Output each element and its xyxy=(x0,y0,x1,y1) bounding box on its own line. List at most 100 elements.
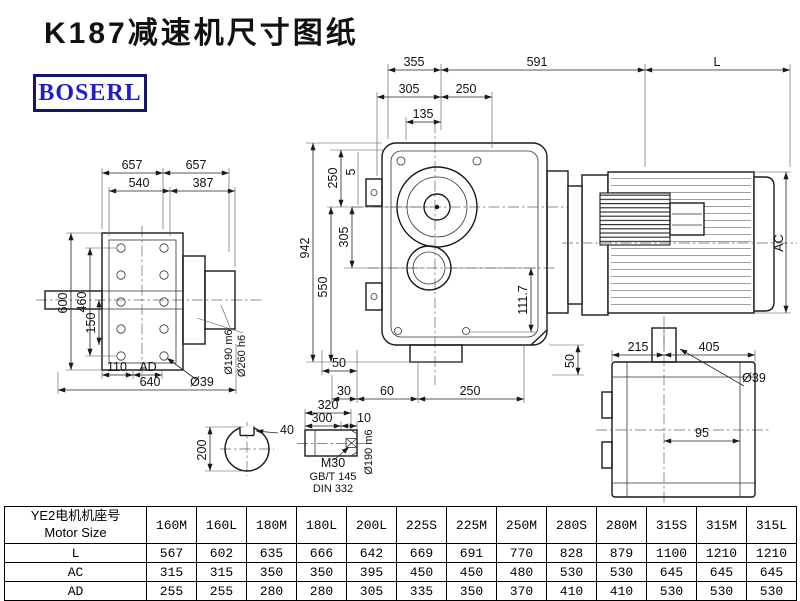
table-row-L: L 567 602 635 666 642 669 691 770 828 87… xyxy=(4,543,797,563)
table-cell: 335 xyxy=(396,581,447,601)
table-cell: 642 xyxy=(346,543,397,563)
standard-label-din332: DIN 332 xyxy=(313,483,353,495)
table-cell: 350 xyxy=(246,562,297,582)
table-cell: 828 xyxy=(546,543,597,563)
dim-label-200: 200 xyxy=(195,440,209,461)
dim-label-305-left: 305 xyxy=(337,227,351,248)
dim-label-AD: AD xyxy=(139,360,156,374)
shaft-section-detail: 40 200 xyxy=(195,422,294,476)
column-header: 315S xyxy=(646,506,697,544)
row-label-AD: AD xyxy=(4,581,147,601)
table-cell: 255 xyxy=(146,581,197,601)
column-header: 315L xyxy=(746,506,797,544)
table-cell: 645 xyxy=(696,562,747,582)
table-cell: 450 xyxy=(446,562,497,582)
dim-label-d190-side: Ø190 m6 xyxy=(223,329,235,374)
row-label-AC: AC xyxy=(4,562,147,582)
table-cell: 1210 xyxy=(746,543,797,563)
dim-label-600: 600 xyxy=(56,293,70,314)
table-cell: 350 xyxy=(446,581,497,601)
dim-label-40: 40 xyxy=(280,423,294,437)
table-cell: 1210 xyxy=(696,543,747,563)
dim-label-460: 460 xyxy=(75,292,89,313)
table-cell: 530 xyxy=(646,581,697,601)
column-header: 180M xyxy=(246,506,297,544)
front-view: 355 591 L 305 250 135 250 5 305 942 550 … xyxy=(298,55,791,403)
table-cell: 530 xyxy=(596,562,647,582)
column-header: 225M xyxy=(446,506,497,544)
column-header: 250M xyxy=(496,506,547,544)
dim-label-95: 95 xyxy=(695,426,709,440)
table-cell: 255 xyxy=(196,581,247,601)
column-header: 280S xyxy=(546,506,597,544)
dim-label-10: 10 xyxy=(357,411,371,425)
logo-box: BOSERL xyxy=(33,74,147,112)
table-header-row: YE2电机机座号 Motor Size 160M 160L 180M 180L … xyxy=(4,506,797,544)
table-cell: 530 xyxy=(696,581,747,601)
table-cell: 410 xyxy=(596,581,647,601)
dim-label-150: 150 xyxy=(84,313,98,334)
dim-label-942: 942 xyxy=(298,238,312,259)
table-cell: 645 xyxy=(746,562,797,582)
dim-label-30: 30 xyxy=(337,384,351,398)
dim-label-250-left: 250 xyxy=(326,168,340,189)
dim-label-60: 60 xyxy=(380,384,394,398)
fan-cowl xyxy=(753,176,775,312)
table-cell: 691 xyxy=(446,543,497,563)
standard-label-gbt145: GB/T 145 xyxy=(310,471,357,483)
dim-label-d190-shaft: Ø190 m6 xyxy=(363,429,375,474)
table-cell: 315 xyxy=(146,562,197,582)
technical-drawing: 355 591 L 305 250 135 250 5 305 942 550 … xyxy=(36,55,797,504)
dim-label-250-bottom: 250 xyxy=(460,384,481,398)
table-cell: 666 xyxy=(296,543,347,563)
dim-label-d260-side: Ø260 h6 xyxy=(236,335,248,377)
dim-label-50-right: 50 xyxy=(563,354,577,368)
dim-label-L: L xyxy=(714,55,721,69)
table-cell: 370 xyxy=(496,581,547,601)
logo-text: BOSERL xyxy=(38,79,142,106)
dim-label-591: 591 xyxy=(527,55,548,69)
dim-label-387: 387 xyxy=(193,176,214,190)
table-cell: 1100 xyxy=(646,543,697,563)
dim-label-d39-top: Ø39 xyxy=(742,371,766,385)
table-cell: 770 xyxy=(496,543,547,563)
table-row-AC: AC 315 315 350 350 395 450 450 480 530 5… xyxy=(4,562,797,582)
table-cell: 315 xyxy=(196,562,247,582)
motor-size-header: YE2电机机座号 Motor Size xyxy=(4,506,147,544)
column-header: 200L xyxy=(346,506,397,544)
column-header: 280M xyxy=(596,506,647,544)
column-header: 180L xyxy=(296,506,347,544)
dim-label-111-7: 111.7 xyxy=(516,285,530,314)
column-header: 160M xyxy=(146,506,197,544)
left-side-view: 657 657 540 387 460 150 600 110 AD 640 Ø… xyxy=(36,158,262,394)
motor-terminal-box xyxy=(599,192,671,246)
table-cell: 480 xyxy=(496,562,547,582)
dim-label-250-top: 250 xyxy=(456,82,477,96)
motor-size-header-en: Motor Size xyxy=(44,525,107,540)
table-cell: 350 xyxy=(296,562,347,582)
dim-label-305-top: 305 xyxy=(399,82,420,96)
column-header: 225S xyxy=(396,506,447,544)
dim-label-540: 540 xyxy=(129,176,150,190)
table-cell: 567 xyxy=(146,543,197,563)
dim-label-550: 550 xyxy=(316,277,330,298)
bolt-holes xyxy=(116,243,169,361)
dim-label-300: 300 xyxy=(312,411,333,425)
table-cell: 645 xyxy=(646,562,697,582)
dim-label-657-a: 657 xyxy=(122,158,143,172)
dim-label-320: 320 xyxy=(318,398,339,412)
table-cell: 669 xyxy=(396,543,447,563)
dim-label-405: 405 xyxy=(699,340,720,354)
table-cell: 602 xyxy=(196,543,247,563)
dim-label-d39-side: Ø39 xyxy=(190,375,214,389)
table-cell: 395 xyxy=(346,562,397,582)
table-cell: 879 xyxy=(596,543,647,563)
table-cell: 530 xyxy=(546,562,597,582)
top-view: 215 405 95 Ø39 xyxy=(596,316,770,504)
page-title: K187减速机尺寸图纸 xyxy=(44,17,359,50)
dim-label-50-bottom: 50 xyxy=(332,356,346,370)
dim-label-5: 5 xyxy=(344,168,358,175)
dim-label-657-b: 657 xyxy=(186,158,207,172)
